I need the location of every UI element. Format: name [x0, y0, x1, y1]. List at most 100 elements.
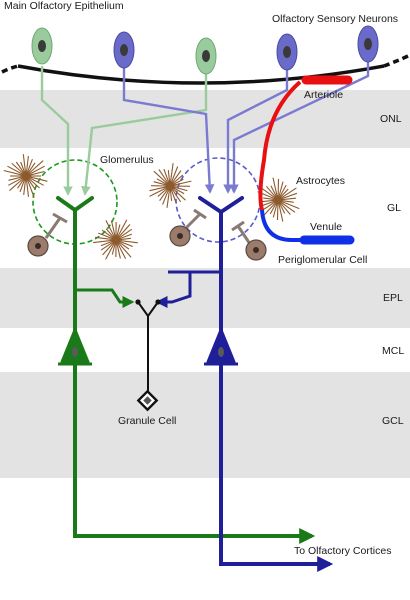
- astrocyte-process: [27, 160, 44, 175]
- blue-pg-synapse-1: [193, 208, 207, 220]
- astrocyte-process: [156, 178, 168, 186]
- astrocyte-process: [157, 187, 169, 197]
- astrocyte-process: [117, 224, 131, 239]
- astrocyte-process: [116, 224, 121, 238]
- astrocyte-process: [171, 170, 182, 184]
- blue-pg-process-1: [184, 212, 202, 230]
- astrocyte-process: [265, 185, 277, 199]
- label-osn: Olfactory Sensory Neurons: [272, 13, 398, 25]
- label-venule: Venule: [310, 221, 342, 233]
- astrocyte-process: [118, 239, 138, 244]
- astrocyte-process: [279, 201, 291, 215]
- astrocyte-process: [278, 202, 284, 222]
- granule-cell-nucleus: [143, 396, 152, 405]
- astrocyte-process: [15, 161, 25, 174]
- label-astrocytes: Astrocytes: [296, 175, 345, 187]
- astrocyte-soma: [274, 196, 282, 204]
- astrocyte-process: [163, 168, 170, 184]
- blue-glomerulus: [175, 157, 261, 243]
- astrocyte-process: [169, 163, 174, 184]
- astrocyte-process: [169, 188, 173, 201]
- astrocyte-process: [98, 232, 114, 240]
- astrocyte-process: [170, 166, 179, 184]
- green-mitral-tuft: [56, 196, 94, 262]
- astrocyte-process: [27, 178, 36, 190]
- astrocyte-process: [27, 177, 40, 189]
- layer-label-gl: GL: [387, 202, 401, 214]
- astrocyte-process: [260, 201, 276, 212]
- astrocyte-process: [116, 242, 127, 259]
- astrocyte-process: [269, 202, 277, 215]
- astrocyte-process: [153, 181, 168, 186]
- astrocyte-process: [279, 188, 289, 199]
- epithelium-surface: [17, 64, 385, 85]
- blue-mitral-tuft: [198, 196, 244, 342]
- astrocyte-process: [93, 239, 114, 244]
- astrocyte-process: [25, 156, 29, 174]
- astrocyte-process: [26, 178, 35, 198]
- astrocyte-process: [272, 177, 278, 198]
- gcl-band: [0, 372, 410, 478]
- green-osn-2-nucleus: [202, 50, 210, 62]
- astrocyte-process: [19, 178, 26, 193]
- astrocyte-process: [280, 201, 296, 213]
- layer-label-gcl: GCL: [382, 415, 404, 427]
- astrocyte-process: [105, 220, 116, 238]
- astrocyte-process: [101, 229, 114, 239]
- astrocyte-process: [27, 162, 36, 174]
- astrocyte-process: [117, 241, 132, 258]
- astrocyte-process: [278, 181, 284, 198]
- astrocyte-process: [9, 177, 25, 192]
- astrocyte-process: [118, 241, 130, 250]
- astrocyte-soma: [166, 182, 174, 190]
- astrocyte-process: [28, 170, 45, 176]
- astrocyte-process: [26, 159, 33, 174]
- astrocyte-process: [280, 199, 294, 203]
- label-glomerulus: Glomerulus: [100, 154, 154, 166]
- granule-spine-left: [135, 299, 141, 305]
- astrocyte-process: [116, 242, 121, 259]
- astrocyte-process: [166, 188, 171, 208]
- layer-label-epl: EPL: [383, 292, 403, 304]
- astrocyte-process: [28, 176, 48, 182]
- green-pg-synapse: [52, 212, 68, 224]
- astrocyte-process: [172, 186, 188, 192]
- astrocyte-process: [280, 192, 298, 200]
- venule-vessel: [260, 209, 306, 242]
- astrocyte-process: [162, 188, 170, 205]
- astrocyte-process: [170, 188, 177, 203]
- astrocyte-process: [270, 185, 278, 198]
- green-pg-process: [44, 217, 62, 239]
- astrocyte-process: [116, 219, 128, 238]
- astrocyte-process: [95, 236, 114, 241]
- astrocyte-process: [17, 178, 25, 189]
- astrocyte-process: [28, 176, 44, 186]
- blue-mitral-axon: [219, 360, 334, 572]
- blue-osn-3-nucleus: [364, 38, 372, 50]
- green-mitral-axon: [73, 360, 316, 544]
- astrocyte-process: [278, 202, 286, 214]
- astrocyte-process: [261, 187, 276, 199]
- label-cortices: To Olfactory Cortices: [294, 545, 391, 557]
- astrocyte-process: [118, 233, 133, 240]
- blue-pg-nucleus-1: [177, 233, 183, 239]
- astrocyte-process: [100, 241, 114, 251]
- astrocyte-process: [171, 174, 184, 185]
- blue-osn-2-nucleus: [283, 46, 291, 58]
- layer-label-onl: ONL: [380, 113, 402, 125]
- label-granule: Granule Cell: [118, 415, 176, 427]
- astrocyte-process: [23, 178, 27, 195]
- astrocyte-process: [158, 169, 169, 184]
- green-mitral-nucleus: [72, 347, 78, 357]
- astrocyte-process: [100, 240, 114, 247]
- astrocyte-process: [20, 161, 26, 174]
- astrocyte-process: [153, 170, 169, 185]
- astrocyte-process: [102, 241, 115, 256]
- astrocyte-process: [171, 187, 186, 201]
- astrocyte-process: [118, 228, 133, 239]
- blue-pg-synapse-2: [231, 220, 245, 232]
- astrocyte-process: [118, 240, 133, 248]
- astrocyte-right: [257, 177, 300, 222]
- granule-spine-right: [155, 299, 161, 305]
